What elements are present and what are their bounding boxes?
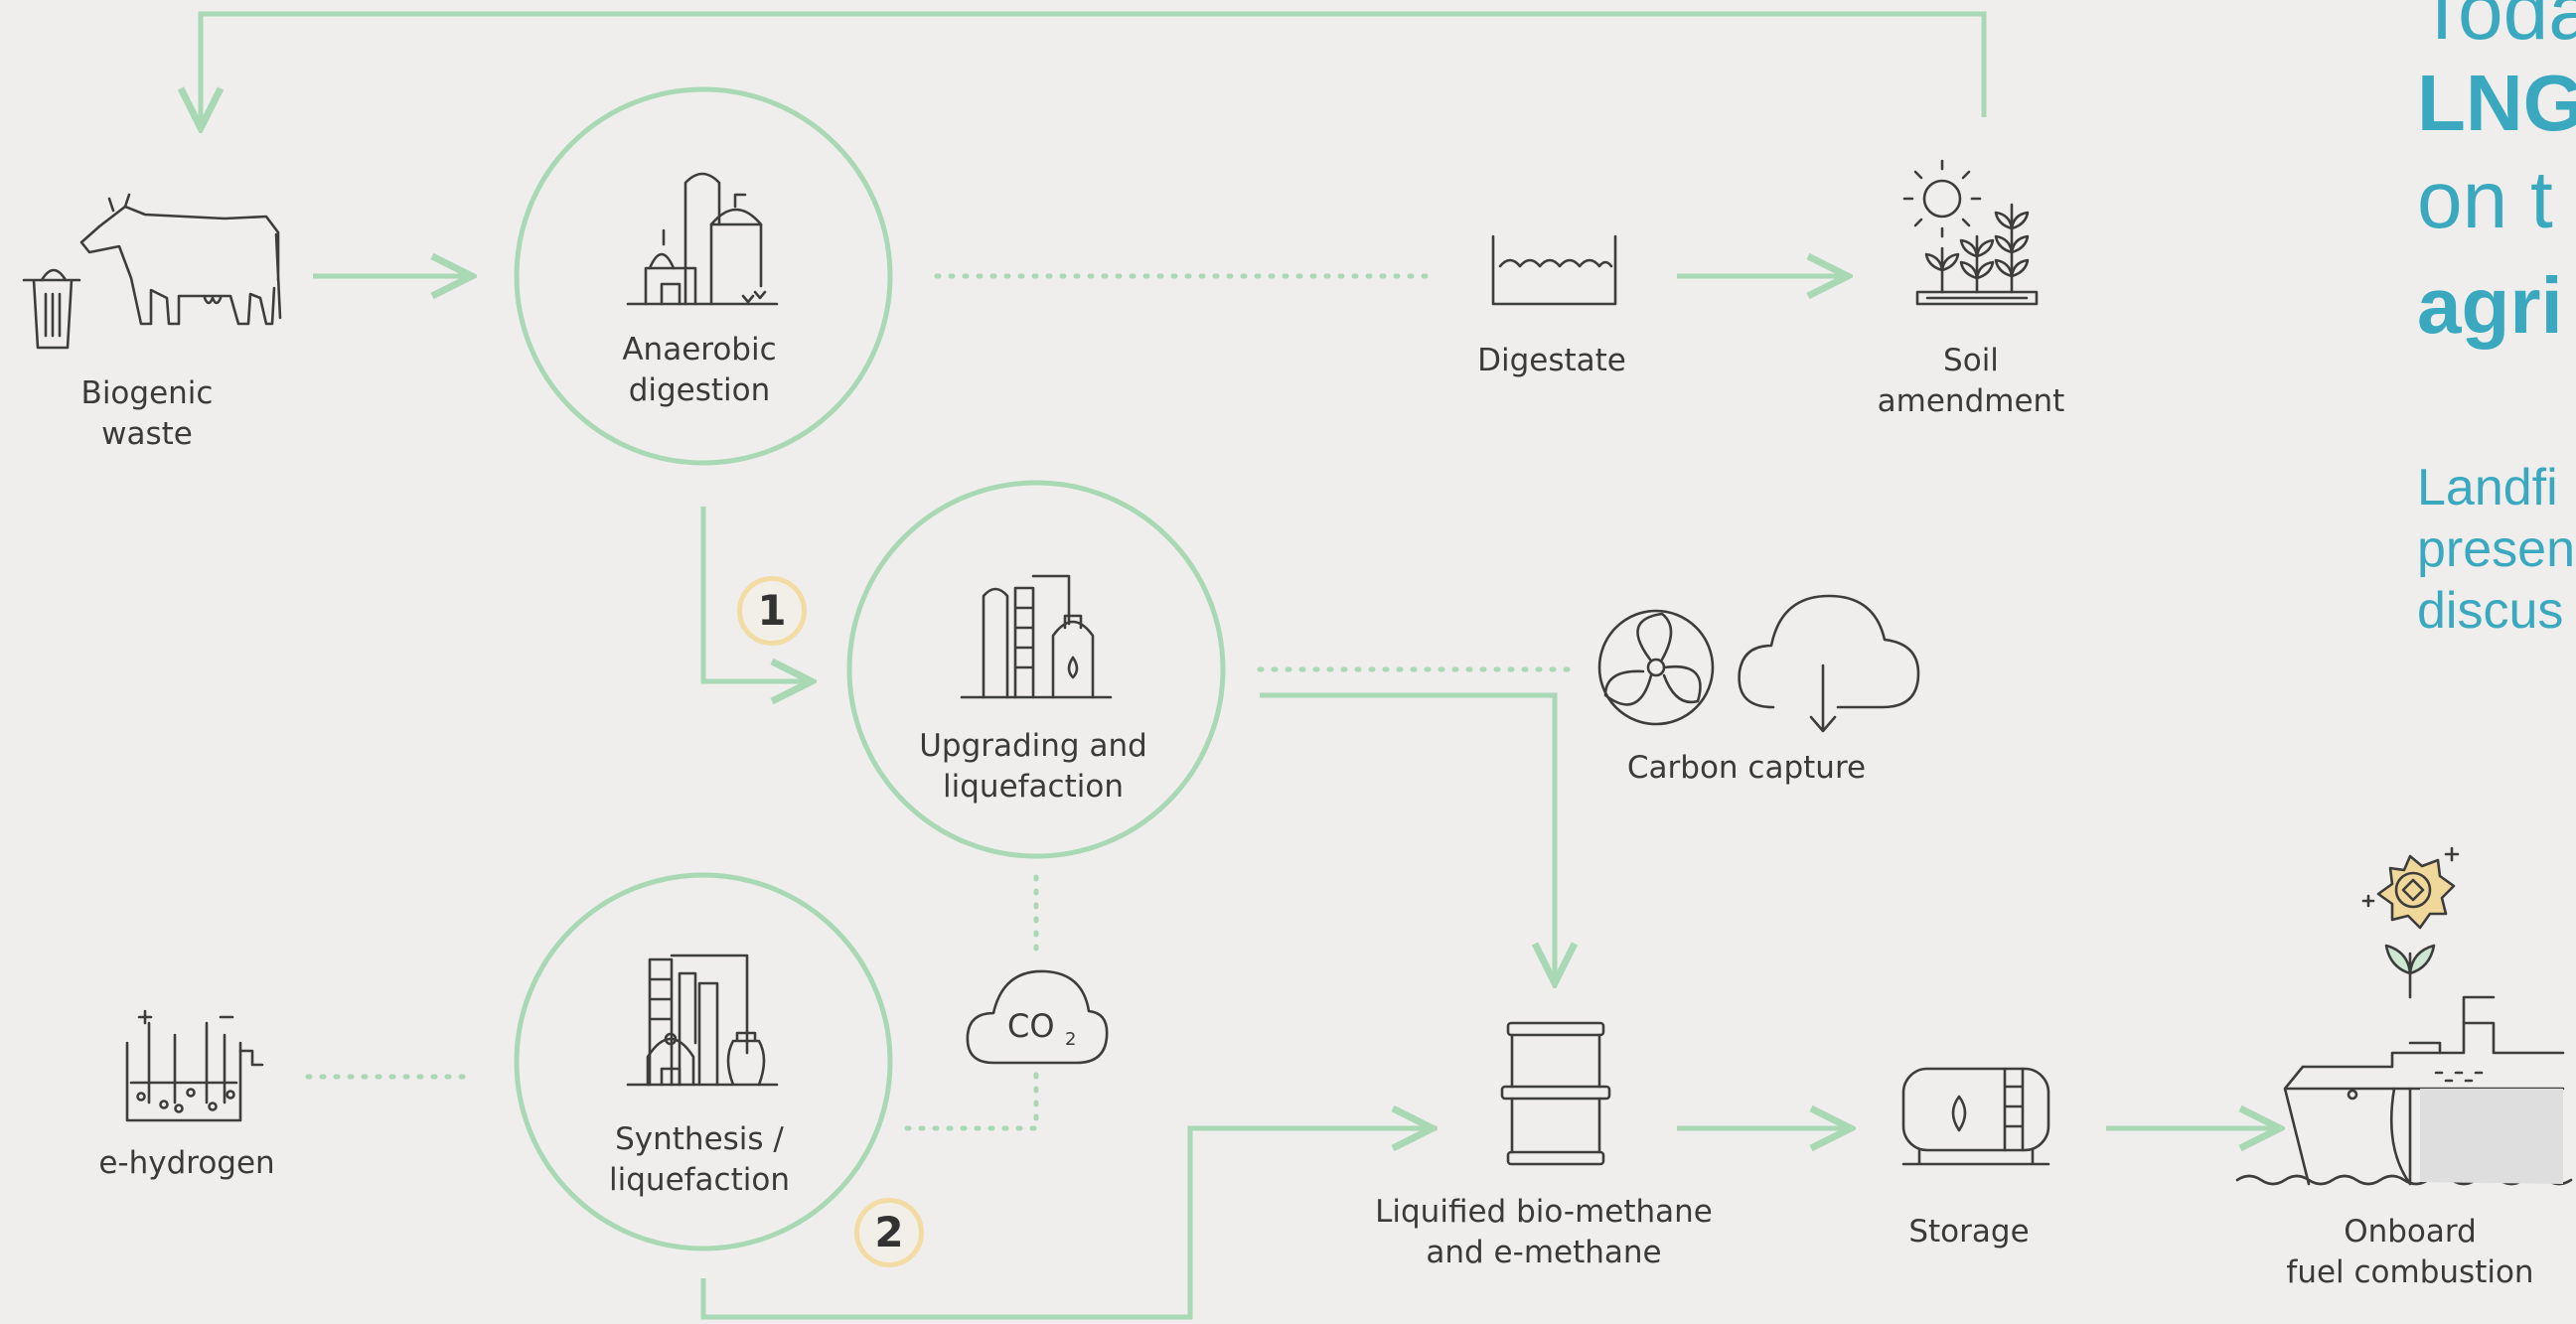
side-heading-line-3: on t bbox=[2417, 155, 2553, 245]
side-body-line-3: discus bbox=[2417, 582, 2564, 640]
label-line-1: Upgrading and bbox=[919, 728, 1147, 764]
anaerobic-digestion-circle bbox=[514, 86, 893, 466]
flower-sun-icon bbox=[2361, 846, 2460, 930]
label-line-2: liquefaction bbox=[943, 769, 1124, 805]
drum-barrel-icon bbox=[1500, 1021, 1611, 1166]
digestate-container-icon bbox=[1491, 234, 1617, 306]
label-storage: Storage bbox=[1908, 1212, 2029, 1252]
side-body-line-1: Landfi bbox=[2417, 459, 2558, 516]
label-line-2: digestion bbox=[628, 372, 771, 408]
label-line-2: fuel combustion bbox=[2286, 1254, 2534, 1290]
side-text-panel: Toda LNG on t agri Landfi presen discus bbox=[2417, 0, 2576, 1324]
synthesis-plant-icon bbox=[626, 954, 779, 1087]
label-upgrading: Upgrading and liquefaction bbox=[919, 726, 1147, 808]
label-line-2: liquefaction bbox=[609, 1162, 790, 1198]
dotted-co2-to-synthesis bbox=[903, 1072, 1039, 1131]
label-liquified: Liquified bio-methane and e-methane bbox=[1375, 1192, 1713, 1273]
label-line-2: waste bbox=[101, 416, 193, 452]
label-biogenic-waste: Biogenic waste bbox=[81, 373, 214, 455]
upgrading-circle bbox=[846, 480, 1226, 859]
trash-bin-icon bbox=[22, 268, 81, 350]
arrow-upgrading-to-liquified bbox=[1260, 692, 1555, 978]
label-line-1: Carbon capture bbox=[1626, 750, 1867, 786]
return-arrow bbox=[201, 11, 1987, 123]
label-line-1: Synthesis / bbox=[615, 1121, 784, 1157]
label-line-1: Storage bbox=[1908, 1214, 2030, 1250]
cow-icon bbox=[79, 193, 282, 326]
label-digestate: Digestate bbox=[1477, 341, 1626, 381]
label-line-1: e-hydrogen bbox=[98, 1145, 275, 1181]
ship-icon bbox=[2235, 944, 2573, 1186]
label-line-1: Soil bbox=[1943, 343, 1999, 378]
side-heading-line-4: agri bbox=[2417, 261, 2563, 350]
arrow-digestion-to-upgrading bbox=[700, 507, 807, 681]
label-line-2: and e-methane bbox=[1426, 1235, 1662, 1270]
side-heading-line-1: Toda bbox=[2417, 0, 2576, 57]
co2-label: CO bbox=[1007, 1007, 1055, 1045]
synthesis-circle bbox=[514, 872, 893, 1251]
arrow-synthesis-to-liquified bbox=[700, 1128, 1428, 1320]
badge-1: 1 bbox=[737, 576, 807, 646]
sun-plants-icon bbox=[1902, 159, 2039, 306]
label-line-1: Liquified bio-methane bbox=[1375, 1194, 1713, 1230]
co2-subscript: 2 bbox=[1065, 1029, 1076, 1050]
label-onboard: Onboard fuel combustion bbox=[2286, 1212, 2533, 1293]
cloud-download-icon bbox=[1738, 594, 1920, 733]
side-heading-line-2: LNG bbox=[2417, 59, 2576, 147]
upgrading-plant-icon bbox=[960, 574, 1113, 699]
label-e-hydrogen: e-hydrogen bbox=[98, 1143, 274, 1184]
fan-icon bbox=[1597, 609, 1715, 726]
label-anaerobic-digestion: Anaerobic digestion bbox=[622, 330, 776, 411]
label-synthesis: Synthesis / liquefaction bbox=[609, 1119, 790, 1201]
digester-plant-icon bbox=[626, 172, 779, 306]
side-body-line-2: presen bbox=[2417, 520, 2575, 578]
storage-tank-icon bbox=[1901, 1067, 2050, 1166]
label-carbon-capture: Carbon capture bbox=[1627, 748, 1866, 789]
label-line-1: Anaerobic bbox=[622, 332, 777, 368]
co2-cloud-icon bbox=[966, 969, 1109, 1065]
badge-2: 2 bbox=[854, 1198, 924, 1267]
electrolyzer-icon bbox=[125, 1009, 264, 1122]
label-line-1: Digestate bbox=[1477, 343, 1626, 378]
label-line-2: amendment bbox=[1877, 383, 2065, 419]
label-line-1: Biogenic bbox=[80, 375, 214, 411]
label-soil-amendment: Soil amendment bbox=[1878, 341, 2065, 422]
label-line-1: Onboard bbox=[2344, 1214, 2477, 1250]
